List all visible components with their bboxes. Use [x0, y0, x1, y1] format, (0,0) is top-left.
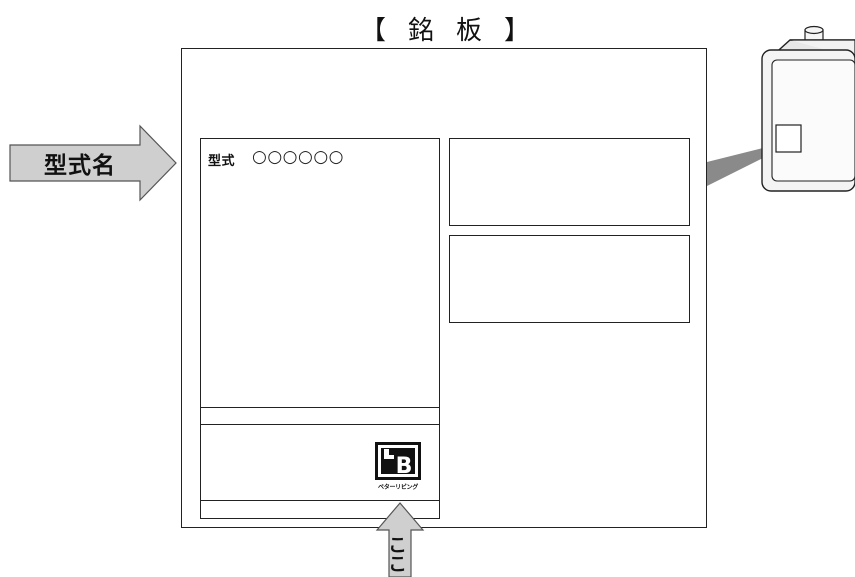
- bl-logo-icon: [375, 442, 421, 480]
- info-box-lower: [449, 235, 690, 323]
- title-left-bracket: 【: [360, 15, 387, 46]
- model-box-divider-1: [200, 407, 440, 408]
- model-name-arrow-icon: [9, 124, 177, 202]
- nameplate-frame: [181, 48, 707, 528]
- model-name-callout: 型式名: [44, 153, 116, 179]
- info-box-upper: [449, 138, 690, 226]
- here-callout: ここ: [385, 535, 407, 573]
- model-field-label: 型式: [208, 154, 236, 169]
- title-right-bracket: 】: [503, 15, 530, 46]
- model-box-divider-3: [200, 500, 440, 501]
- title-char-2: 板: [455, 15, 482, 46]
- model-box-divider-2: [200, 424, 440, 425]
- logo-caption: ベターリビング: [378, 484, 418, 491]
- device-unit-icon: [761, 25, 855, 192]
- model-field-value: ○○○○○○: [252, 147, 345, 167]
- page-title: 【 銘 板 】: [360, 10, 530, 46]
- logo-letter: B: [396, 454, 413, 479]
- here-arrow-icon: [375, 502, 425, 577]
- title-char-1: 銘: [407, 15, 434, 46]
